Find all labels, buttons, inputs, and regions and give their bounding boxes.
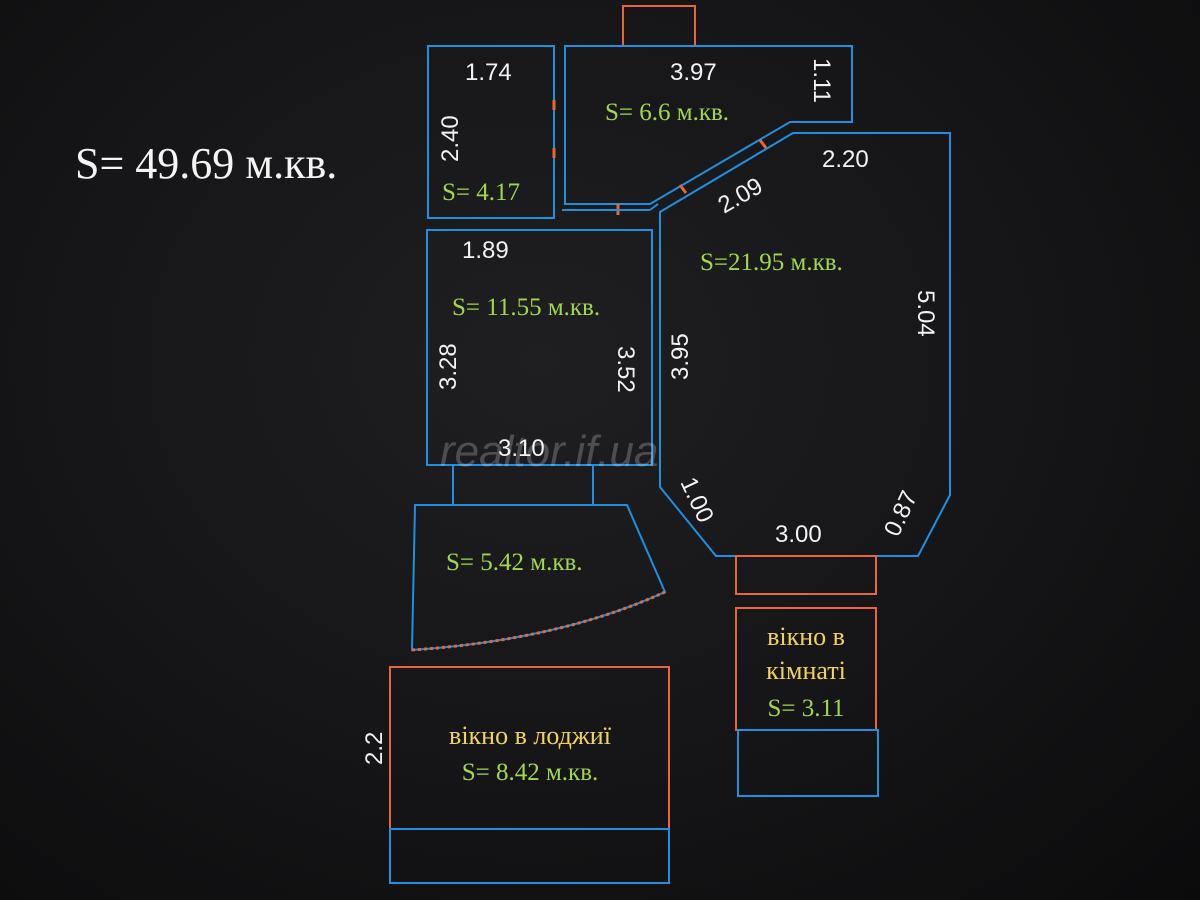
- small-room-height: 2.40: [437, 115, 464, 162]
- loggia-window-title: вікно в лоджиї: [449, 721, 612, 750]
- room-window-line2: кімнаті: [766, 656, 846, 685]
- top-window: [622, 5, 696, 47]
- loggia-window-height: 2.2: [361, 732, 388, 765]
- big-room-bottom: 3.00: [775, 521, 822, 548]
- top-room-side: 1.11: [808, 58, 835, 103]
- top-room-outline: [564, 45, 853, 205]
- loggia-curve: [411, 590, 666, 652]
- mid-room-right: 3.52: [612, 346, 639, 393]
- mid-room-outline: [426, 229, 653, 466]
- mid-room-top: 1.89: [462, 237, 509, 264]
- hall-wall: [649, 203, 659, 211]
- door-mark: [758, 139, 768, 149]
- big-room-diagonal: 2.09: [714, 172, 768, 219]
- loggia-window-base: [389, 828, 670, 884]
- loggia-outline: [410, 504, 667, 652]
- small-room-outline: [427, 45, 555, 219]
- big-room-area: S=21.95 м.кв.: [700, 249, 843, 276]
- total-area: S= 49.69 м.кв.: [75, 139, 337, 188]
- mid-room-left: 3.28: [435, 343, 462, 390]
- big-room-left: 3.95: [667, 333, 694, 380]
- door-mark: [678, 184, 688, 194]
- top-room-width: 3.97: [670, 59, 717, 86]
- room-window-base: [737, 729, 879, 797]
- room-window-frame: [735, 555, 877, 595]
- big-room-top: 2.20: [822, 146, 869, 173]
- big-room-corner-right: 0.87: [879, 487, 923, 541]
- mid-room-bottom: 3.10: [498, 435, 545, 462]
- small-room-width: 1.74: [465, 59, 512, 86]
- room-window-line1: вікно в: [767, 622, 845, 651]
- mid-room-area: S= 11.55 м.кв.: [452, 294, 600, 321]
- room-window-area: S= 3.11: [767, 695, 844, 722]
- big-room-corner-left: 1.00: [675, 473, 719, 527]
- loggia-area: S= 5.42 м.кв.: [446, 549, 583, 576]
- loggia-window-area: S= 8.42 м.кв.: [462, 759, 599, 786]
- big-room-right: 5.04: [912, 290, 939, 337]
- big-room-outline: [659, 132, 951, 557]
- small-room-area: S= 4.17: [442, 179, 520, 206]
- top-room-area: S= 6.6 м.кв.: [605, 99, 729, 126]
- watermark: realtor.if.ua: [440, 427, 658, 476]
